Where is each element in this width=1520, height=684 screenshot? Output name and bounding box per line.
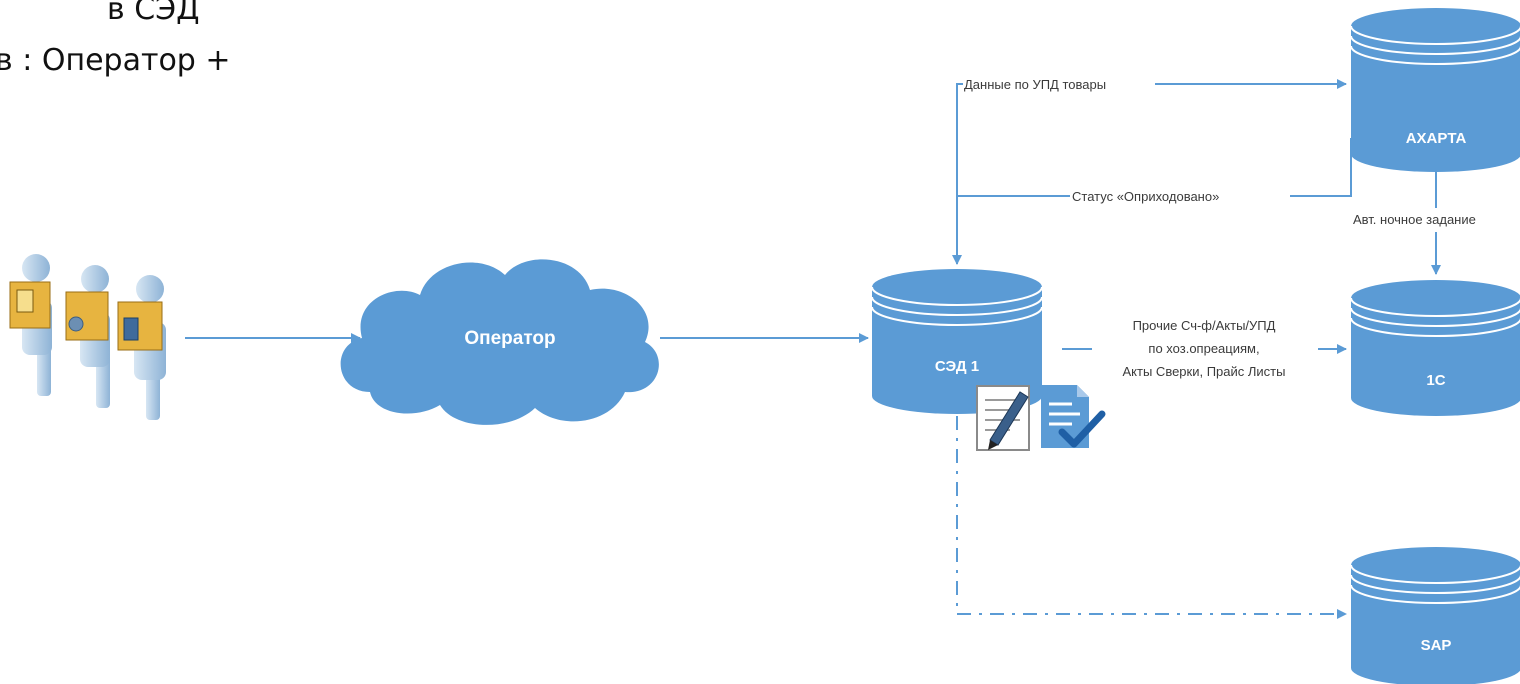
edge-status: Статус «Оприходовано» xyxy=(952,138,1352,265)
sed-database: СЭД 1 xyxy=(871,269,1043,414)
edge-other-docs: Прочие Сч-ф/Акты/УПД по хоз.опреациям, А… xyxy=(1062,318,1347,379)
onec-database: 1С xyxy=(1350,280,1520,416)
operator-cloud: Оператор xyxy=(340,259,659,425)
edge-sed-sap xyxy=(956,416,1347,619)
operator-label: Оператор xyxy=(464,328,555,349)
sap-label: SAP xyxy=(1421,637,1452,654)
sap-database: SAP xyxy=(1350,547,1520,684)
other-docs-label-3: Акты Сверки, Прайс Листы xyxy=(1123,364,1286,379)
sed-label: СЭД 1 xyxy=(935,358,979,375)
nightly-label: Авт. ночное задание xyxy=(1353,212,1476,227)
other-docs-label-2: по хоз.опреациям, xyxy=(1148,341,1259,356)
axapta-database: AXAPTA xyxy=(1350,8,1520,172)
header-line-2: в : Оператор + xyxy=(0,43,231,78)
status-label: Статус «Оприходовано» xyxy=(1072,189,1219,204)
upd-goods-label: Данные по УПД товары xyxy=(964,77,1106,92)
edge-nightly: Авт. ночное задание xyxy=(1353,172,1476,275)
onec-label: 1С xyxy=(1426,372,1445,389)
edge-upd-goods: Данные по УПД товары xyxy=(956,77,1347,195)
other-docs-label-1: Прочие Сч-ф/Акты/УПД xyxy=(1133,318,1276,333)
document-edit-icon xyxy=(976,385,1030,451)
suppliers-people-icon xyxy=(9,254,166,420)
document-approved-icon xyxy=(1041,385,1106,448)
axapta-label: AXAPTA xyxy=(1406,130,1467,147)
header-line-1: в СЭД xyxy=(107,0,200,27)
